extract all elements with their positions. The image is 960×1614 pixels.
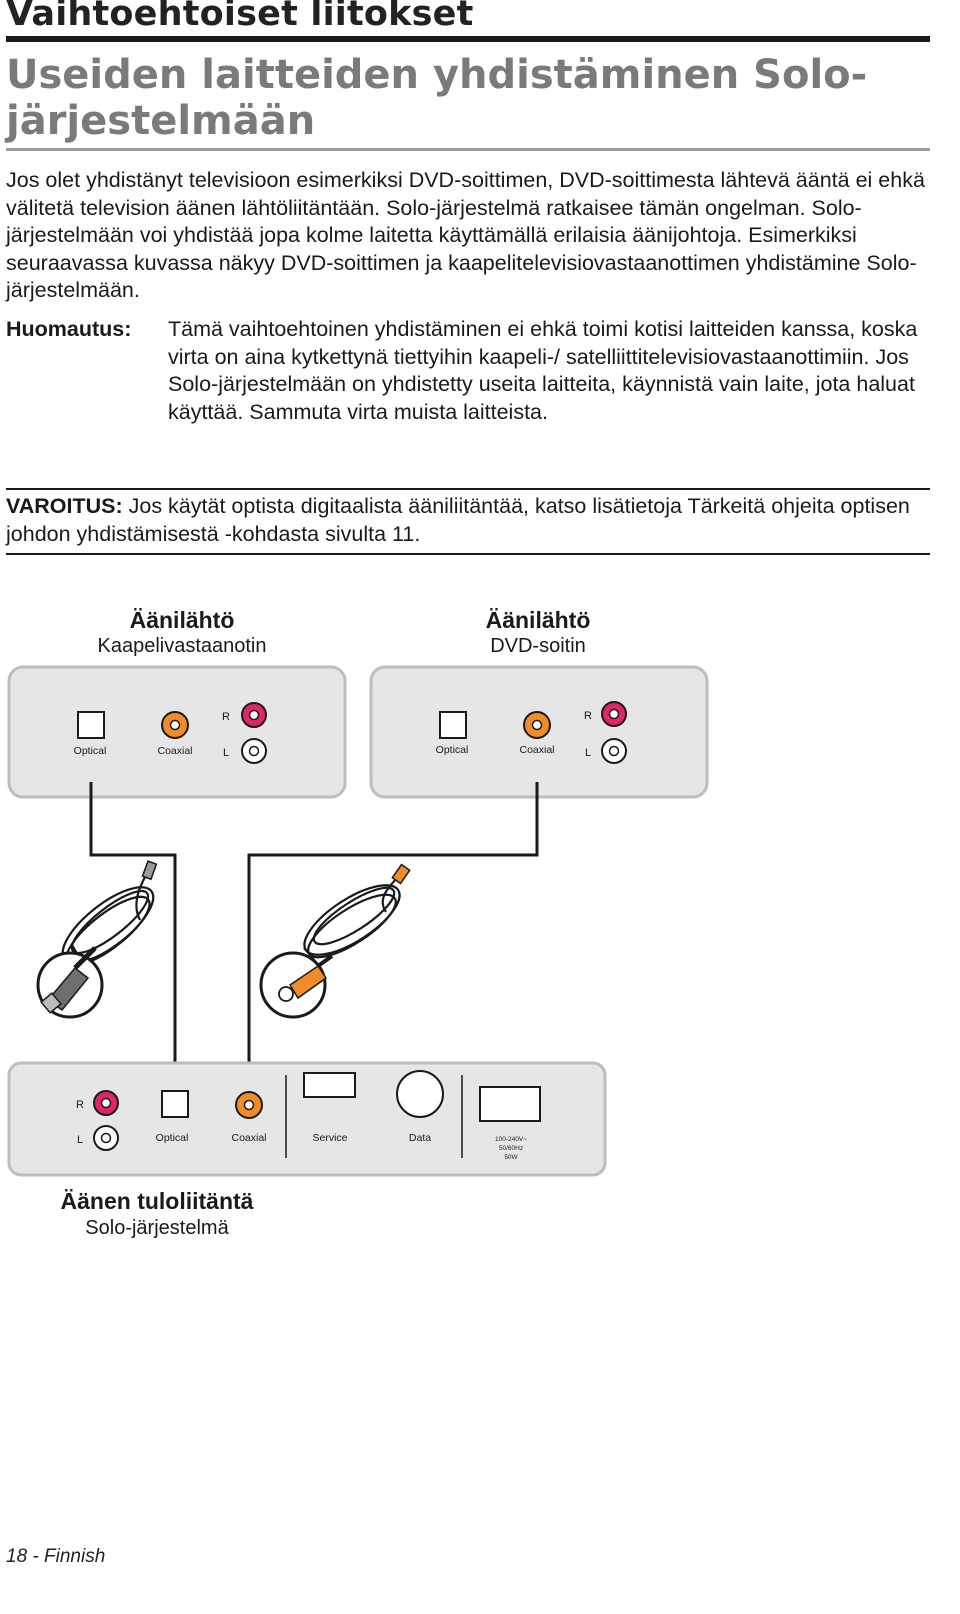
left-channel-label: L bbox=[585, 747, 591, 759]
solo-system-panel: R L Optical Coaxial Service Data 100-240… bbox=[7, 1061, 607, 1177]
coaxial-port-label: Coaxial bbox=[157, 745, 192, 757]
coaxial-port-label: Coaxial bbox=[519, 744, 554, 756]
warning-rule-bottom bbox=[6, 553, 930, 555]
left-channel-label: L bbox=[77, 1134, 83, 1146]
optical-port-label: Optical bbox=[436, 744, 469, 756]
note-label: Huomautus: bbox=[6, 317, 132, 341]
right-channel-label: R bbox=[76, 1099, 84, 1111]
top-rule bbox=[6, 36, 930, 42]
service-port-label: Service bbox=[312, 1132, 347, 1144]
page-title: Useiden laitteiden yhdistäminen Solo-jär… bbox=[6, 52, 868, 144]
section-title: Vaihtoehtoiset liitokset bbox=[6, 0, 474, 34]
service-port-icon bbox=[303, 1072, 356, 1098]
dvd-player-panel: Optical Coaxial R L bbox=[369, 665, 709, 799]
note-text: Tämä vaihtoehtoinen yhdistäminen ei ehkä… bbox=[168, 317, 918, 424]
cable-receiver-panel: Optical Coaxial R L bbox=[7, 665, 347, 799]
target-subtitle: Solo-järjestelmä bbox=[85, 1217, 229, 1239]
source1-subtitle: Kaapelivastaanotin bbox=[97, 635, 266, 657]
source1-title: Äänilähtö bbox=[130, 607, 235, 633]
optical-connection-line bbox=[89, 782, 177, 1080]
coaxial-input-label: Coaxial bbox=[231, 1132, 266, 1144]
optical-input-label: Optical bbox=[156, 1132, 189, 1144]
title-rule bbox=[6, 148, 930, 151]
coaxial-cable-illustration bbox=[259, 863, 411, 1019]
optical-port-label: Optical bbox=[74, 745, 107, 757]
source2-title: Äänilähtö bbox=[486, 607, 591, 633]
right-channel-label: R bbox=[584, 710, 592, 722]
source2-subtitle: DVD-soitin bbox=[490, 635, 586, 657]
power-port-icon bbox=[479, 1086, 541, 1122]
data-port-icon bbox=[396, 1070, 444, 1118]
warning-box: VAROITUS: Jos käytät optista digitaalist… bbox=[6, 493, 931, 548]
power-rating-line3: 50W bbox=[504, 1154, 518, 1161]
left-channel-label: L bbox=[223, 747, 229, 759]
right-channel-label: R bbox=[222, 711, 230, 723]
warning-text: Jos käytät optista digitaalista ääniliit… bbox=[6, 494, 910, 546]
target-title: Äänen tuloliitäntä bbox=[61, 1188, 254, 1214]
optical-cable-illustration bbox=[36, 860, 158, 1019]
page-footer: 18 - Finnish bbox=[6, 1546, 106, 1567]
connection-diagram: Äänilähtö Kaapelivastaanotin Äänilähtö D… bbox=[7, 607, 709, 1239]
optical-input-icon bbox=[161, 1090, 189, 1118]
coaxial-connection-line bbox=[247, 782, 539, 1080]
power-rating-line1: 100-240V~ bbox=[495, 1136, 527, 1143]
connection-lines bbox=[89, 782, 539, 1080]
data-port-label: Data bbox=[409, 1132, 431, 1144]
warning-rule-top bbox=[6, 488, 930, 490]
optical-port-icon bbox=[439, 711, 467, 739]
power-rating-line2: 50/60Hz bbox=[499, 1145, 523, 1152]
optical-port-icon bbox=[77, 711, 105, 739]
intro-paragraph: Jos olet yhdistänyt televisioon esimerki… bbox=[6, 168, 925, 302]
warning-label: VAROITUS: bbox=[6, 494, 123, 518]
